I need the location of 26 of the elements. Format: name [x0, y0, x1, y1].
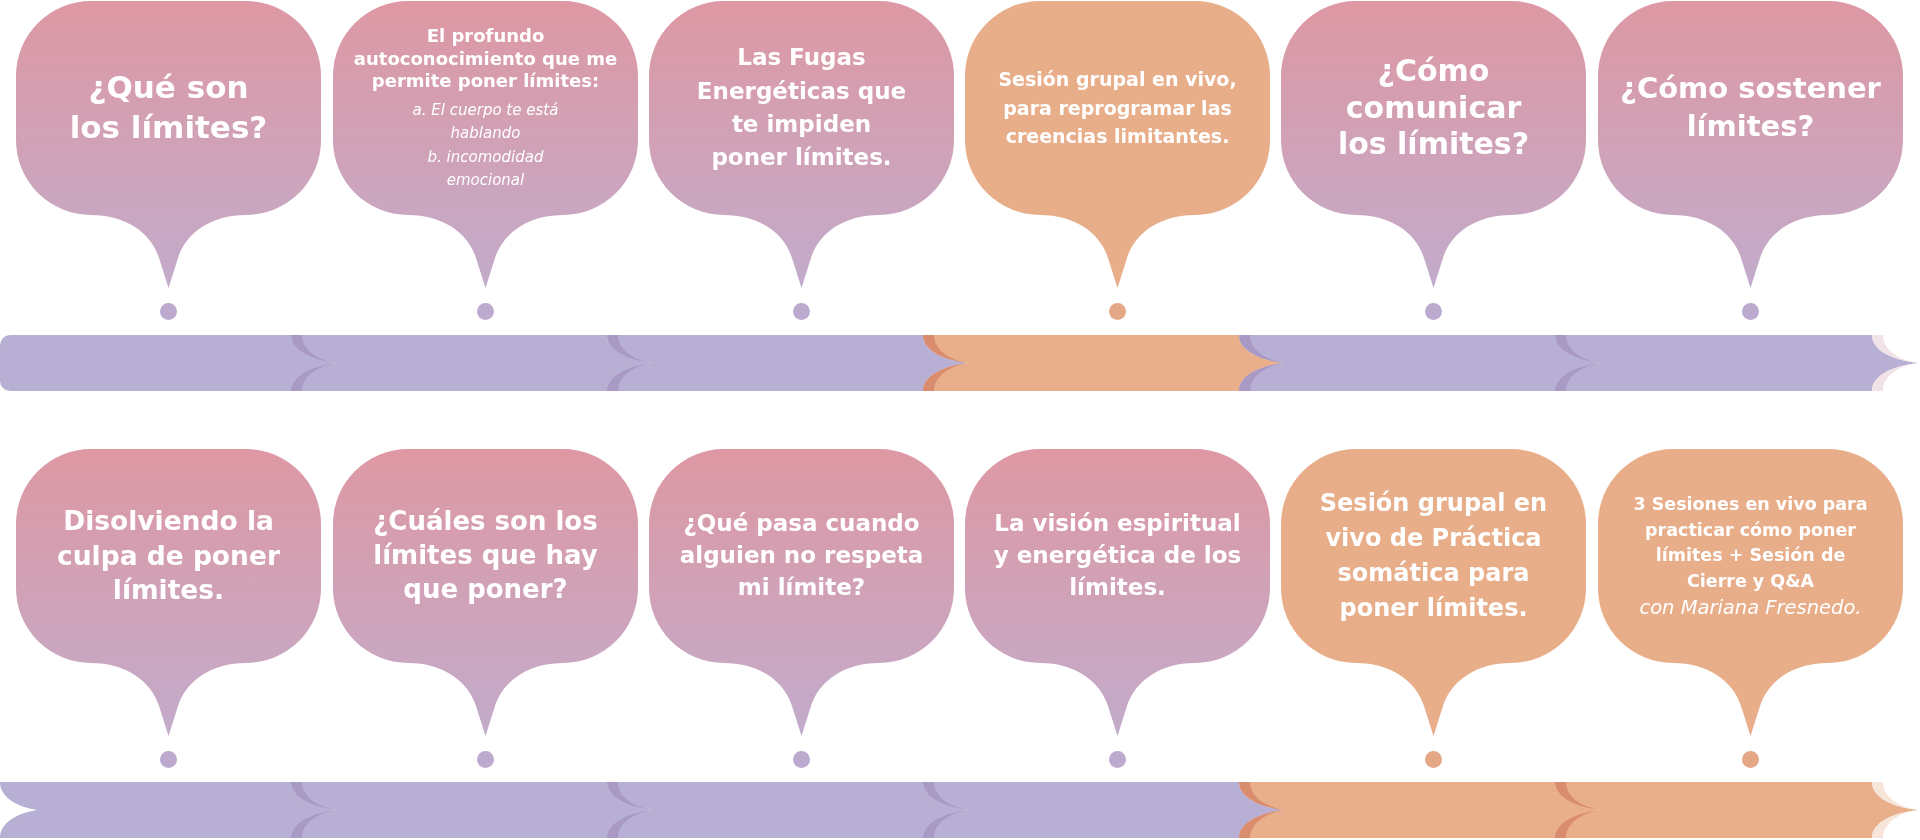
bubble-text: ¿Qué son los límites?: [68, 68, 269, 147]
bubble-text: La visión espiritual y energética de los límites.: [992, 509, 1243, 602]
bubble-text: Las Fugas Energéticas que te impiden poner límites.: [695, 43, 908, 173]
list-item: b. incomodidad emocional: [426, 147, 545, 191]
bubble-text: Disolviendo la culpa de poner límites.: [56, 504, 281, 608]
bubble-text: ¿Cuáles son los límites que hay que poner?: [372, 505, 599, 606]
bubble-text: Sesión grupal en vivo de Práctica somática para poner límites.: [1318, 487, 1549, 625]
bubble-text: ¿Qué pasa cuando alguien no respeta mi límite?: [678, 509, 925, 602]
speech-bubble: [1281, 1, 1586, 289]
bubble-text: 3 Sesiones en vivo para practicar cómo poner límites + Sesión de Cierre y Q&A: [1632, 492, 1869, 594]
bubble-text: Sesión grupal en vivo, para reprogramar las creencias limitantes.: [997, 67, 1238, 150]
speech-bubble: [1281, 449, 1586, 737]
speech-bubble: [16, 1, 321, 289]
bubble-text: El profundo autoconocimiento que me permite poner límites:: [352, 25, 619, 93]
speech-bubble: [333, 1, 638, 289]
bubble-text: ¿Cómo comunicar los límites?: [1336, 52, 1531, 164]
speech-bubble: [649, 449, 954, 737]
speech-bubble: [16, 449, 321, 737]
speech-bubble: [1598, 449, 1903, 737]
speech-bubble: [333, 449, 638, 737]
speech-bubble: [965, 449, 1270, 737]
speech-bubble: [965, 1, 1270, 289]
bubble-text: ¿Cómo sostener límites?: [1619, 70, 1882, 145]
credit-text: con Mariana Fresnedo.: [1639, 594, 1862, 621]
speech-bubble: [649, 1, 954, 289]
speech-bubble: [1598, 1, 1903, 289]
